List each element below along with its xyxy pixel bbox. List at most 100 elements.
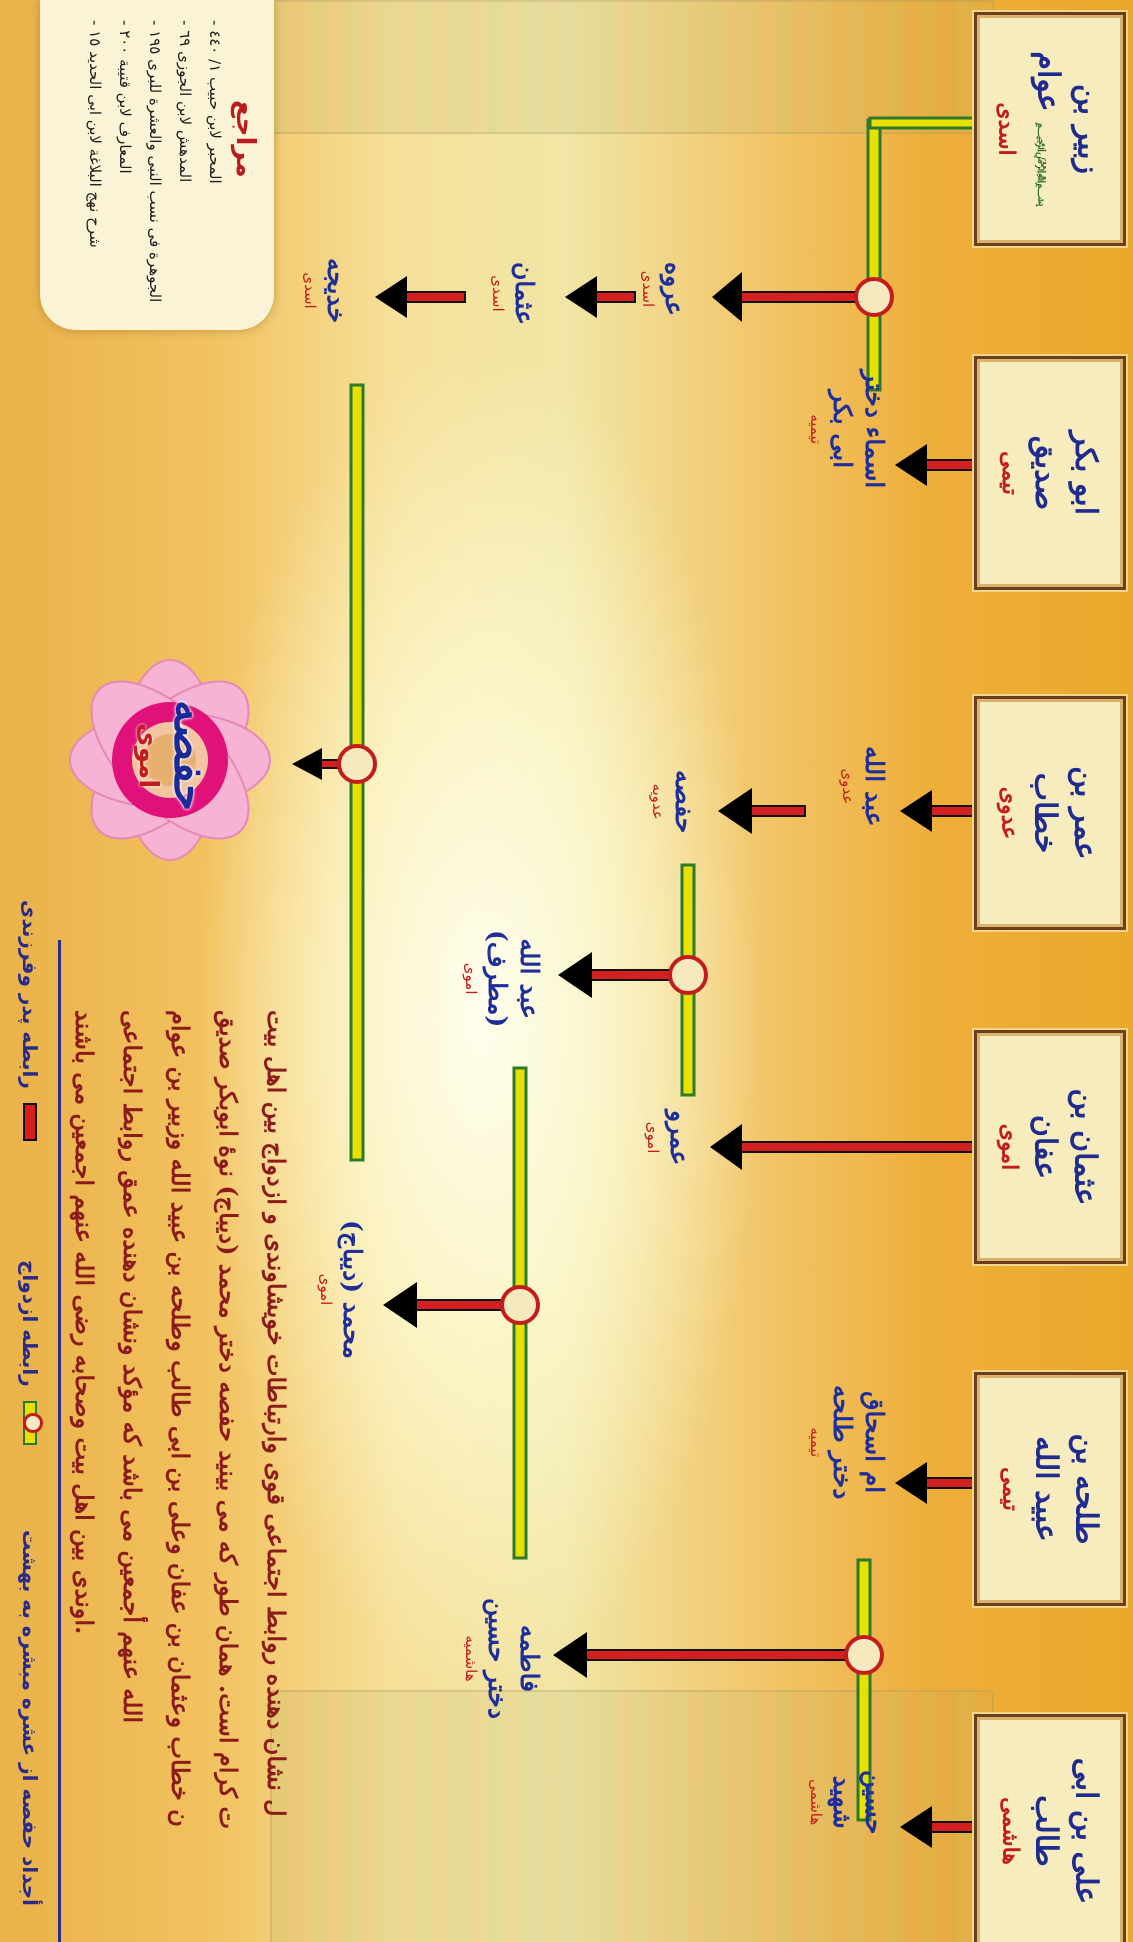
person-khadija: خدیجه اسدی: [300, 258, 352, 323]
central-hafsa-tribe: اموی: [133, 723, 163, 789]
central-hafsa-name: حفصه: [164, 700, 215, 812]
central-hafsa-label: حفصه اموی: [133, 700, 215, 811]
person-uthman2-name: عثمان: [510, 262, 539, 325]
person-husayn-line1: حسین: [860, 1770, 889, 1835]
person-asma: اسماء دختر ابی بکر تیمیه: [806, 370, 890, 488]
person-husayn: حسین شهید هاشمی: [806, 1770, 890, 1834]
person-abdullah-umar: عبد الله عدوی: [838, 746, 890, 827]
companion-box-abubakr: ابو بکر صدیق تیمی: [974, 356, 1126, 590]
legend-marriage: رابطه ازدواج: [18, 1260, 43, 1445]
person-hafsa-adawi-name: حفصه: [670, 770, 699, 834]
companion-name-ali-2: طالب: [1028, 1795, 1064, 1867]
arrow-to-uthman2: [565, 276, 636, 318]
person-umm-ishaq: ام اسحاق دختر طلحه تیمیه: [806, 1385, 890, 1499]
arrow-to-abdullah-umar: [900, 790, 975, 832]
arrow-to-asma: [895, 444, 976, 486]
reference-item-4: - المعارف لابن قتیبة ٢٠٠: [116, 20, 134, 174]
marriage-nodes: [337, 277, 894, 1675]
reference-item-1: - المحبر لابن حبیب ۱/ ٤٤٠: [206, 20, 224, 184]
arrow-to-abdullah-mutraf: [558, 952, 683, 998]
parent-child-arrows: [292, 272, 976, 1848]
paragraph-line-3: ن خطاب وعثمان بن عفان وعلی بن ابی طالب و…: [166, 1010, 195, 1827]
companion-name-abubakr-2: صدیق: [1027, 435, 1063, 511]
companion-name-zubayr-1: زبیر بن: [1071, 83, 1106, 175]
reference-item-5: - شرح نهج البلاغة لابن ابی الحدید ١٥: [86, 20, 104, 248]
reference-item-3: - الجوهرة فی نسب النبی والعشرة للبری ١٩٥: [146, 20, 164, 303]
person-muhammad-dibaj: محمد (دیباج) اموی: [316, 1220, 368, 1359]
person-fatima-line2: دختر حسین: [483, 1598, 512, 1719]
decorative-band-bottom: [270, 1690, 994, 1942]
person-fatima-line1: فاطمه: [515, 1624, 544, 1693]
legend-title-text: أجداد حفصه از عشره مبشره به بهشت: [18, 1530, 42, 1907]
legend-title: أجداد حفصه از عشره مبشره به بهشت: [18, 1530, 42, 1906]
person-abdullah-umar-name: عبد الله: [860, 746, 889, 827]
paragraph-line-2: ت کرام است. همان طور که می بینید حفصه دخ…: [214, 1010, 243, 1830]
person-umm-ishaq-tribe: تیمیه: [807, 1427, 825, 1458]
companion-name-talha-1: طلحه بن: [1067, 1433, 1103, 1545]
arrow-to-khadija: [375, 276, 466, 318]
companion-name-uthman-1: عثمان بن: [1067, 1088, 1103, 1206]
legend-parent-label: رابطه پدر وفرزندی: [18, 900, 42, 1089]
paragraph-line-1: ل نشان دهنده روابط اجتماعی قوی وارتباطات…: [262, 1010, 291, 1817]
person-muhammad-dibaj-name: محمد (دیباج): [338, 1220, 367, 1359]
arrow-to-husayn: [900, 1806, 975, 1848]
companion-name-talha-2: عبید الله: [1027, 1436, 1063, 1542]
references-box: [40, 0, 274, 330]
flower-image: [69, 659, 271, 861]
legend-divider: [58, 940, 61, 1942]
legend-marriage-icon: [23, 1400, 43, 1445]
person-amr: عمرو اموی: [643, 1110, 695, 1165]
companion-tribe-ali: هاشمی: [997, 1797, 1024, 1865]
person-hafsa-adawi: حفصه عدویه: [648, 770, 700, 833]
person-urwa-tribe: اسدی: [639, 270, 657, 308]
companion-name-uthman-2: عفان: [1027, 1114, 1063, 1180]
person-husayn-line2: شهید: [828, 1775, 857, 1829]
person-hafsa-adawi-tribe: عدویه: [649, 783, 667, 820]
companion-box-umar: عمر بن خطاب عدوی: [974, 696, 1126, 930]
person-khadija-tribe: اسدی: [301, 272, 319, 309]
companion-name-abubakr-1: ابو بکر: [1067, 430, 1103, 516]
companion-tribe-talha: تیمی: [996, 1467, 1023, 1511]
person-fatima: فاطمه دختر حسین هاشمیه: [461, 1598, 545, 1719]
person-urwa-name: عروه: [660, 262, 689, 316]
companion-box-talha: طلحه بن عبید الله تیمی: [974, 1372, 1126, 1606]
person-umm-ishaq-line2: دختر طلحه: [828, 1385, 857, 1500]
companion-tribe-umar: عدوی: [997, 786, 1023, 840]
references-title: مراجع: [230, 100, 260, 178]
companion-box-uthman: عثمان بن عفان اموی: [974, 1030, 1126, 1264]
companion-name-zubayr-2: عوام: [1031, 51, 1066, 112]
person-urwa: عروه اسدی: [638, 262, 690, 316]
person-abdullah-mutraf-line2: (مطرف): [483, 930, 512, 1028]
arrow-to-fatima: [553, 1632, 859, 1678]
legend-parent: رابطه پدر وفرزندی: [18, 900, 42, 1141]
person-asma-tribe: تیمیه: [807, 414, 825, 445]
companion-tribe-abubakr: تیمی: [996, 451, 1023, 495]
references-content: مراجع - المحبر لابن حبیب ۱/ ٤٤٠ - المدهش…: [80, 20, 260, 302]
paragraph-line-5: اوندی بین اهل بیت وصحابه رضی الله عنهم ا…: [70, 1010, 99, 1635]
honorific-icon: ﷽: [1036, 122, 1049, 207]
decorative-band-top: [270, 0, 994, 134]
companion-name-umar-1: عمر بن: [1068, 766, 1103, 860]
person-amr-name: عمرو: [665, 1110, 694, 1166]
arrow-to-urwa: [712, 272, 869, 322]
person-asma-line2: ابی بکر: [828, 390, 857, 469]
person-abdullah-umar-tribe: عدوی: [839, 768, 857, 805]
arrow-to-hafsa-adawi: [718, 788, 806, 834]
person-amr-tribe: اموی: [644, 1121, 662, 1154]
person-abdullah-mutraf-tribe: اموی: [462, 962, 480, 995]
person-uthman2-tribe: اسدی: [489, 275, 507, 312]
companion-tribe-uthman: اموی: [996, 1123, 1023, 1171]
companion-tribe-zubayr: اسدی: [994, 102, 1020, 156]
legend-arrow-icon: [23, 1102, 37, 1141]
companion-name-umar-2: خطاب: [1028, 772, 1063, 854]
person-khadija-name: خدیجه: [322, 258, 351, 324]
legend-marriage-label: رابطه ازدواج: [18, 1260, 42, 1387]
companion-box-ali: علی بن ابی طالب هاشمی: [974, 1714, 1126, 1942]
person-muhammad-dibaj-tribe: اموی: [317, 1273, 335, 1306]
companion-name-ali-1: علی بن ابی: [1068, 1757, 1104, 1905]
arrow-to-umm-ishaq: [895, 1462, 976, 1504]
arrow-to-muhammad-dibaj: [383, 1282, 516, 1328]
person-umm-ishaq-line1: ام اسحاق: [860, 1391, 889, 1494]
